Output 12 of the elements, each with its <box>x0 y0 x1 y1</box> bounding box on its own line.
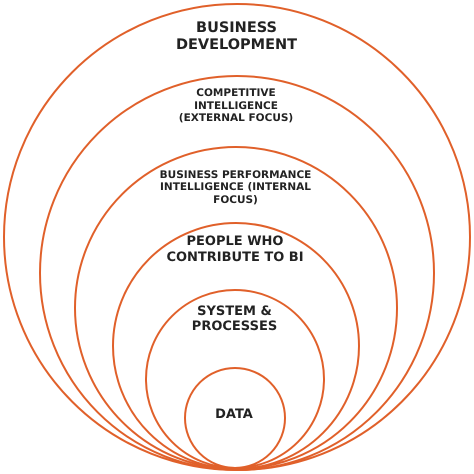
circle-layer <box>3 3 471 471</box>
layer-label: SYSTEM & PROCESSES <box>190 304 278 335</box>
circle-layer <box>74 146 398 470</box>
circle-layer <box>145 289 325 469</box>
layer-label: DATA <box>214 407 254 423</box>
circle-layer <box>38 74 434 470</box>
layer-label: COMPETITIVE INTELLIGENCE (EXTERNAL FOCUS) <box>178 87 294 125</box>
layer-label: BUSINESS DEVELOPMENT <box>174 20 298 54</box>
circle-layer <box>184 366 286 468</box>
layer-label: PEOPLE WHO CONTRIBUTE TO BI <box>165 234 305 266</box>
circle-layer <box>112 222 360 470</box>
layer-label: BUSINESS PERFORMANCE INTELLIGENCE (INTERNAL FOCUS) <box>158 168 312 206</box>
